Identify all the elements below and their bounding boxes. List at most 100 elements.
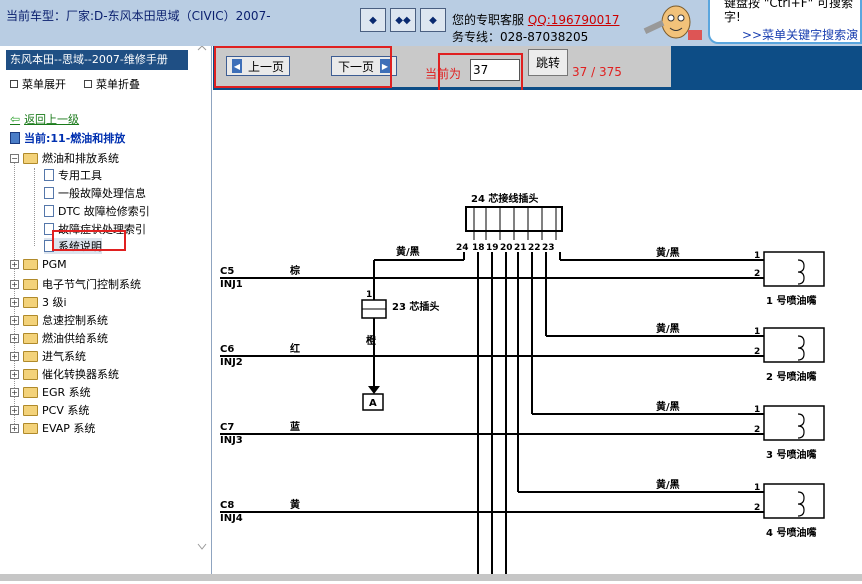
tree-item-dtc-index[interactable]: DTC 故障检修索引 xyxy=(44,203,150,219)
pager-buttons-highlight xyxy=(214,46,392,88)
expand-node-icon: + xyxy=(10,387,19,397)
collapse-icon xyxy=(84,80,92,88)
connector24-label: 24 芯接线插头 xyxy=(471,192,538,205)
computer-icon xyxy=(10,132,20,144)
tree-folder-pcv[interactable]: + PCV 系统 xyxy=(10,402,89,418)
tip-link[interactable]: >>菜单关键字搜索演 xyxy=(742,28,859,42)
tree-folder-3-stage[interactable]: + 3 级i xyxy=(10,294,67,310)
pin-number: 18 xyxy=(472,243,485,253)
document-icon xyxy=(44,223,54,235)
expand-node-icon: + xyxy=(10,423,19,433)
folder-icon xyxy=(23,368,38,380)
tree-item-special-tools[interactable]: 专用工具 xyxy=(44,167,102,183)
coil-icon xyxy=(797,491,805,517)
menu-expand-label: 菜单展开 xyxy=(22,78,66,91)
collapse-right-button[interactable]: ◆ xyxy=(420,8,446,32)
search-tip-box: 键盘按 "Ctrl+F" 可搜索 字! >>菜单关键字搜索演 xyxy=(708,0,862,44)
tree-folder-fuel-emission[interactable]: − 燃油和排放系统 xyxy=(10,150,119,166)
folder-icon xyxy=(23,422,38,434)
coil-icon xyxy=(797,259,805,285)
tree-connector xyxy=(34,168,35,246)
current-car-label: 当前车型：厂家:D-东风本田思域（CIVIC）2007- xyxy=(6,9,271,23)
tree-label: 一般故障处理信息 xyxy=(58,187,146,200)
tree-folder-pgm[interactable]: + PGM xyxy=(10,258,67,271)
collapse-left-button[interactable]: ◆ xyxy=(360,8,386,32)
document-icon xyxy=(44,169,54,181)
scroll-up-icon xyxy=(197,46,207,51)
tree-folder-evap[interactable]: + EVAP 系统 xyxy=(10,420,95,436)
menu-collapse-button[interactable]: 菜单折叠 xyxy=(84,76,140,92)
wire-color-label: 黄/黑 xyxy=(656,478,680,491)
expand-icon xyxy=(10,80,18,88)
folder-icon xyxy=(23,332,38,344)
tree-connector xyxy=(14,160,15,424)
bottom-scrollbar[interactable] xyxy=(0,574,862,581)
current-section-label: 当前:11-燃油和排放 xyxy=(24,132,126,145)
expand-node-icon: + xyxy=(10,297,19,307)
tree-item-general-troubleshooting[interactable]: 一般故障处理信息 xyxy=(44,185,146,201)
terminal-number: 2 xyxy=(754,347,760,357)
page-number-input[interactable] xyxy=(470,59,520,81)
expand-node-icon: + xyxy=(10,405,19,415)
folder-icon xyxy=(23,296,38,308)
selection-highlight xyxy=(52,230,126,251)
ground-label: A xyxy=(369,398,377,409)
tree-label: 专用工具 xyxy=(58,169,102,182)
injector-label: 4 号喷油嘴 xyxy=(766,526,816,539)
tree-folder-throttle[interactable]: + 电子节气门控制系统 xyxy=(10,276,141,292)
collapse-node-icon: − xyxy=(10,153,19,163)
toggle-both-button[interactable]: ◆◆ xyxy=(390,8,416,32)
back-arrow-icon: ⇦ xyxy=(10,112,21,126)
tree-folder-idle[interactable]: + 怠速控制系统 xyxy=(10,312,108,328)
terminal-number: 1 xyxy=(754,327,760,337)
pin-number: 19 xyxy=(486,243,499,253)
next-page-label: 下一页 xyxy=(337,59,374,74)
ecm-signal-label: INJ1 xyxy=(220,279,243,290)
next-page-button[interactable]: 下一页 ▶ xyxy=(331,56,397,76)
tree-folder-fuel-supply[interactable]: + 燃油供给系统 xyxy=(10,330,108,346)
diamond-left-icon: ◆ xyxy=(369,14,377,26)
coil-icon xyxy=(797,413,805,439)
wire-color-label: 黄/黑 xyxy=(656,246,680,259)
ecm-pin-label: C5 xyxy=(220,266,234,277)
terminal-number: 1 xyxy=(754,405,760,415)
qq-link[interactable]: QQ:196790017 xyxy=(527,13,620,27)
ecm-signal-label: INJ2 xyxy=(220,357,243,368)
ecm-signal-label: INJ3 xyxy=(220,435,243,446)
wire-color-label: 橙 xyxy=(366,334,377,347)
folder-open-icon xyxy=(23,152,38,164)
prev-page-label: 上一页 xyxy=(247,59,284,74)
pin-number: 21 xyxy=(514,243,527,253)
wire-color-label: 黄/黑 xyxy=(656,322,680,335)
tree-folder-egr[interactable]: + EGR 系统 xyxy=(10,384,91,400)
support-phone: 务专线：028-87038205 xyxy=(452,30,589,44)
tree-label: PGM xyxy=(42,258,67,271)
tree-label: 燃油和排放系统 xyxy=(42,152,119,165)
injector-symbol xyxy=(763,405,825,441)
menu-expand-button[interactable]: 菜单展开 xyxy=(10,76,66,92)
scroll-down-icon xyxy=(197,543,207,550)
pin-number: 22 xyxy=(528,243,541,253)
current-page-label: 当前为 xyxy=(425,67,462,81)
injector-label: 1 号喷油嘴 xyxy=(766,294,816,307)
terminal-number: 2 xyxy=(754,503,760,513)
tree-folder-catalytic[interactable]: + 催化转换器系统 xyxy=(10,366,119,382)
tip-line-2: 字! xyxy=(724,10,741,24)
prev-page-button[interactable]: ◀ 上一页 xyxy=(226,56,290,76)
current-section: 当前:11-燃油和排放 xyxy=(10,130,125,146)
pin-number: 24 xyxy=(456,243,469,253)
terminal-number: 1 xyxy=(754,251,760,261)
wire-color-label: 黄/黑 xyxy=(396,245,420,258)
pin-number: 23 xyxy=(542,243,555,253)
back-link[interactable]: ⇦ 返回上一级 xyxy=(10,111,79,127)
wire-color-label: 黄 xyxy=(290,498,300,511)
wire-color-label: 棕 xyxy=(289,264,300,277)
back-label: 返回上一级 xyxy=(24,113,80,126)
document-icon xyxy=(44,205,54,217)
jump-button[interactable]: 跳转 xyxy=(528,49,568,76)
sidebar-scrollbar[interactable] xyxy=(195,46,209,581)
tree-folder-intake[interactable]: + 进气系统 xyxy=(10,348,86,364)
